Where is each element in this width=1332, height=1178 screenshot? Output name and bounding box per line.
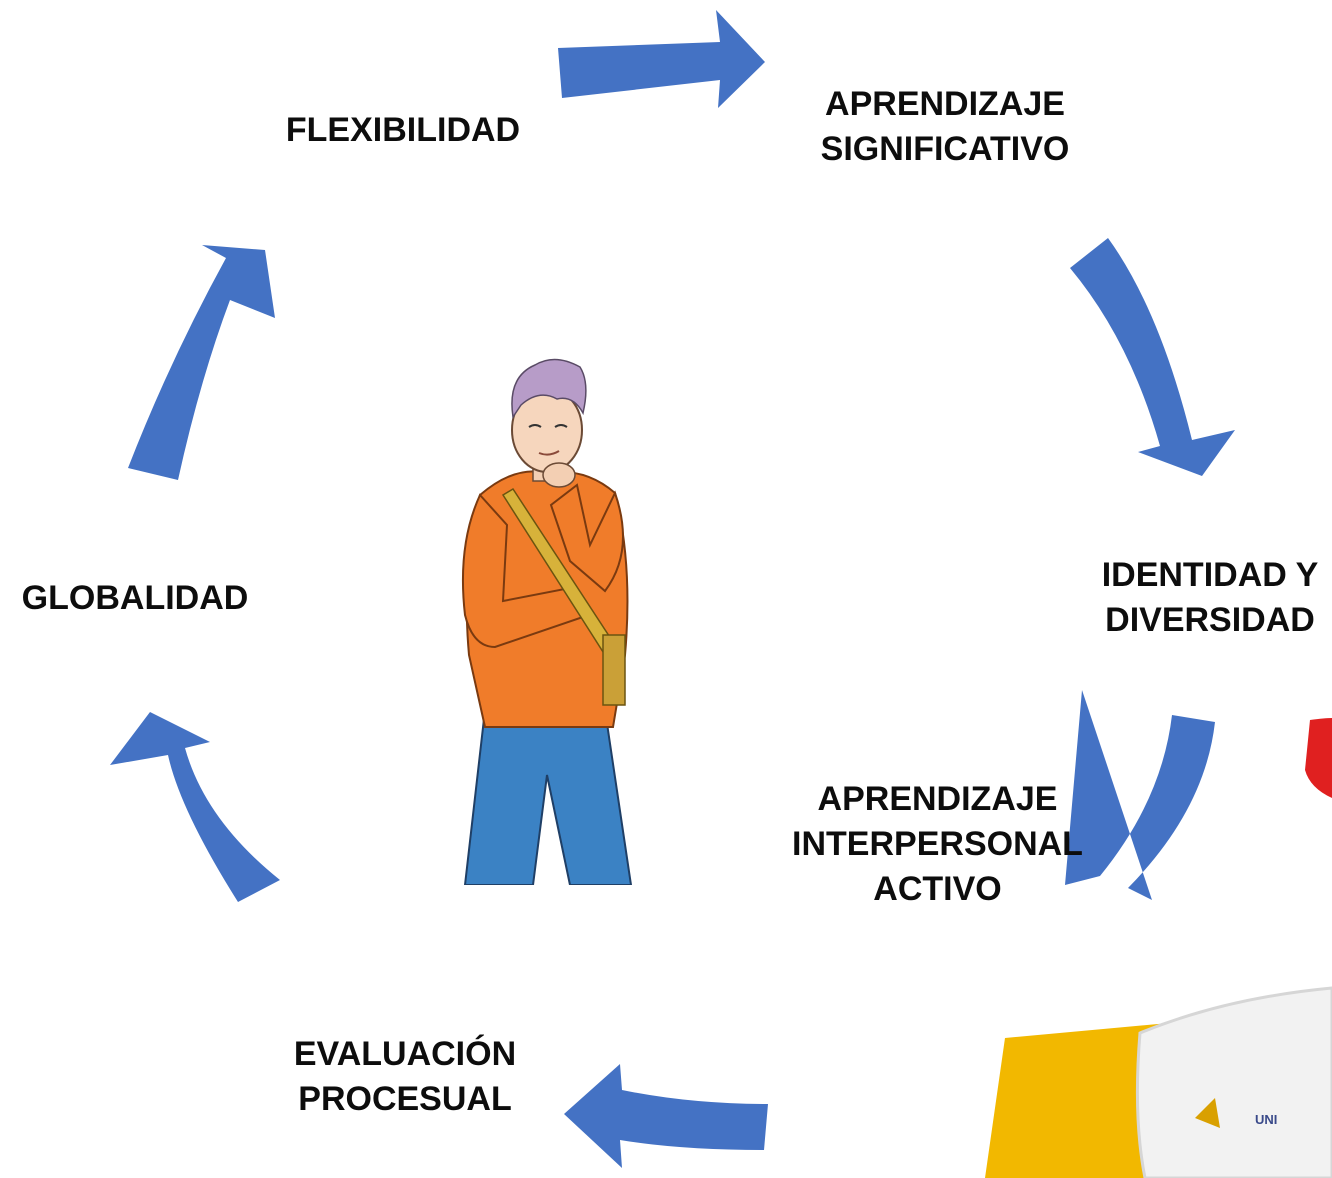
- node-aprendizaje-interpersonal-activo: APRENDIZAJE INTERPERSONAL ACTIVO: [770, 777, 1105, 912]
- node-label-line: SIGNIFICATIVO: [820, 130, 1070, 168]
- thinking-student-illustration: [461, 358, 633, 885]
- node-label-line: APRENDIZAJE: [825, 85, 1065, 123]
- logo-text: UNI: [1255, 1112, 1278, 1127]
- node-identidad-y-diversidad: IDENTIDAD Y DIVERSIDAD: [1080, 553, 1332, 643]
- node-label-line: GLOBALIDAD: [21, 579, 249, 617]
- node-aprendizaje-significativo: APRENDIZAJE SIGNIFICATIVO: [790, 82, 1100, 172]
- node-label-line: PROCESUAL: [298, 1080, 512, 1118]
- node-label-line: DIVERSIDAD: [1105, 601, 1315, 639]
- university-logo-card: [985, 718, 1332, 1178]
- arrow-globalidad-to-flexibilidad: [128, 245, 275, 480]
- node-label-line: EVALUACIÓN: [293, 1035, 517, 1073]
- arrow-identidad-to-interpersonal: [1065, 690, 1215, 900]
- node-label-line: ACTIVO: [873, 870, 1002, 908]
- node-globalidad: GLOBALIDAD: [10, 576, 260, 621]
- arrow-evaluacion-to-globalidad: [110, 712, 280, 902]
- arrow-significativo-to-identidad: [1070, 238, 1235, 476]
- arrow-flexibilidad-to-aprendizaje-significativo: [558, 10, 765, 108]
- arrow-interpersonal-to-evaluacion: [564, 1064, 768, 1168]
- node-label-line: FLEXIBILIDAD: [285, 111, 521, 149]
- node-evaluacion-procesual: EVALUACIÓN PROCESUAL: [255, 1032, 555, 1122]
- node-flexibilidad: FLEXIBILIDAD: [258, 108, 548, 153]
- node-label-line: IDENTIDAD Y: [1101, 556, 1319, 594]
- node-label-line: INTERPERSONAL: [792, 825, 1083, 863]
- node-label-line: APRENDIZAJE: [817, 780, 1058, 818]
